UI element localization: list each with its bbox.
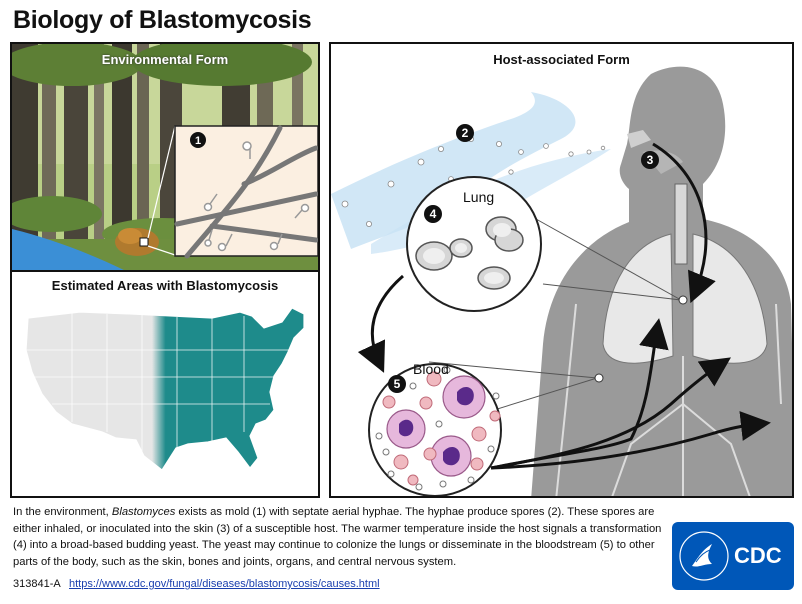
us-map: [25, 307, 305, 471]
blood-label: Blood: [413, 361, 449, 377]
forest-illustration: 1: [12, 44, 318, 270]
step-2-marker: [456, 124, 474, 142]
caption-part-2: exists as mold (1) with septate aerial h…: [13, 506, 662, 568]
endemic-map-panel: Estimated Areas with Blastomycosis: [10, 270, 320, 498]
step-4-marker: [424, 205, 442, 223]
page-title: Biology of Blastomycosis: [13, 6, 312, 34]
map-title: Estimated Areas with Blastomycosis: [51, 278, 279, 293]
caption-genus: Blastomyces: [111, 506, 176, 518]
cdc-logo-text: CDC: [734, 543, 782, 568]
cdc-logo: CDC: [672, 522, 794, 590]
lung-to-blood-arrow: [357, 274, 404, 373]
step-2-number: 2: [462, 126, 469, 140]
step-5-number: 5: [394, 377, 401, 391]
environmental-form-panel: 1 Environmental Form: [10, 42, 320, 272]
dissemination-arrow-lower: [490, 411, 771, 470]
step-3-number: 3: [647, 153, 654, 167]
source-link[interactable]: https://www.cdc.gov/fungal/diseases/blas…: [69, 578, 380, 590]
lung-label: Lung: [463, 189, 494, 205]
inhalation-arrow: [652, 142, 716, 304]
step-4-number: 4: [430, 207, 437, 221]
step-1-marker: [190, 132, 206, 148]
step-5-marker: [388, 375, 406, 393]
dissemination-arrow-right: [490, 357, 731, 470]
environmental-form-title: Environmental Form: [101, 52, 229, 67]
step-1-number: 1: [195, 135, 201, 147]
host-form-title: Host-associated Form: [493, 52, 630, 67]
step-3-marker: [641, 151, 659, 169]
reference-code: 313841-A: [13, 578, 61, 590]
caption-text: In the environment, Blastomyces exists a…: [13, 504, 663, 570]
host-illustration: 2 3 4 Lung: [331, 66, 792, 496]
caption-part-1: In the environment,: [13, 506, 112, 518]
hhs-eagle-icon: [679, 531, 729, 581]
host-associated-form-panel: 2 3 4 Lung: [329, 42, 794, 498]
